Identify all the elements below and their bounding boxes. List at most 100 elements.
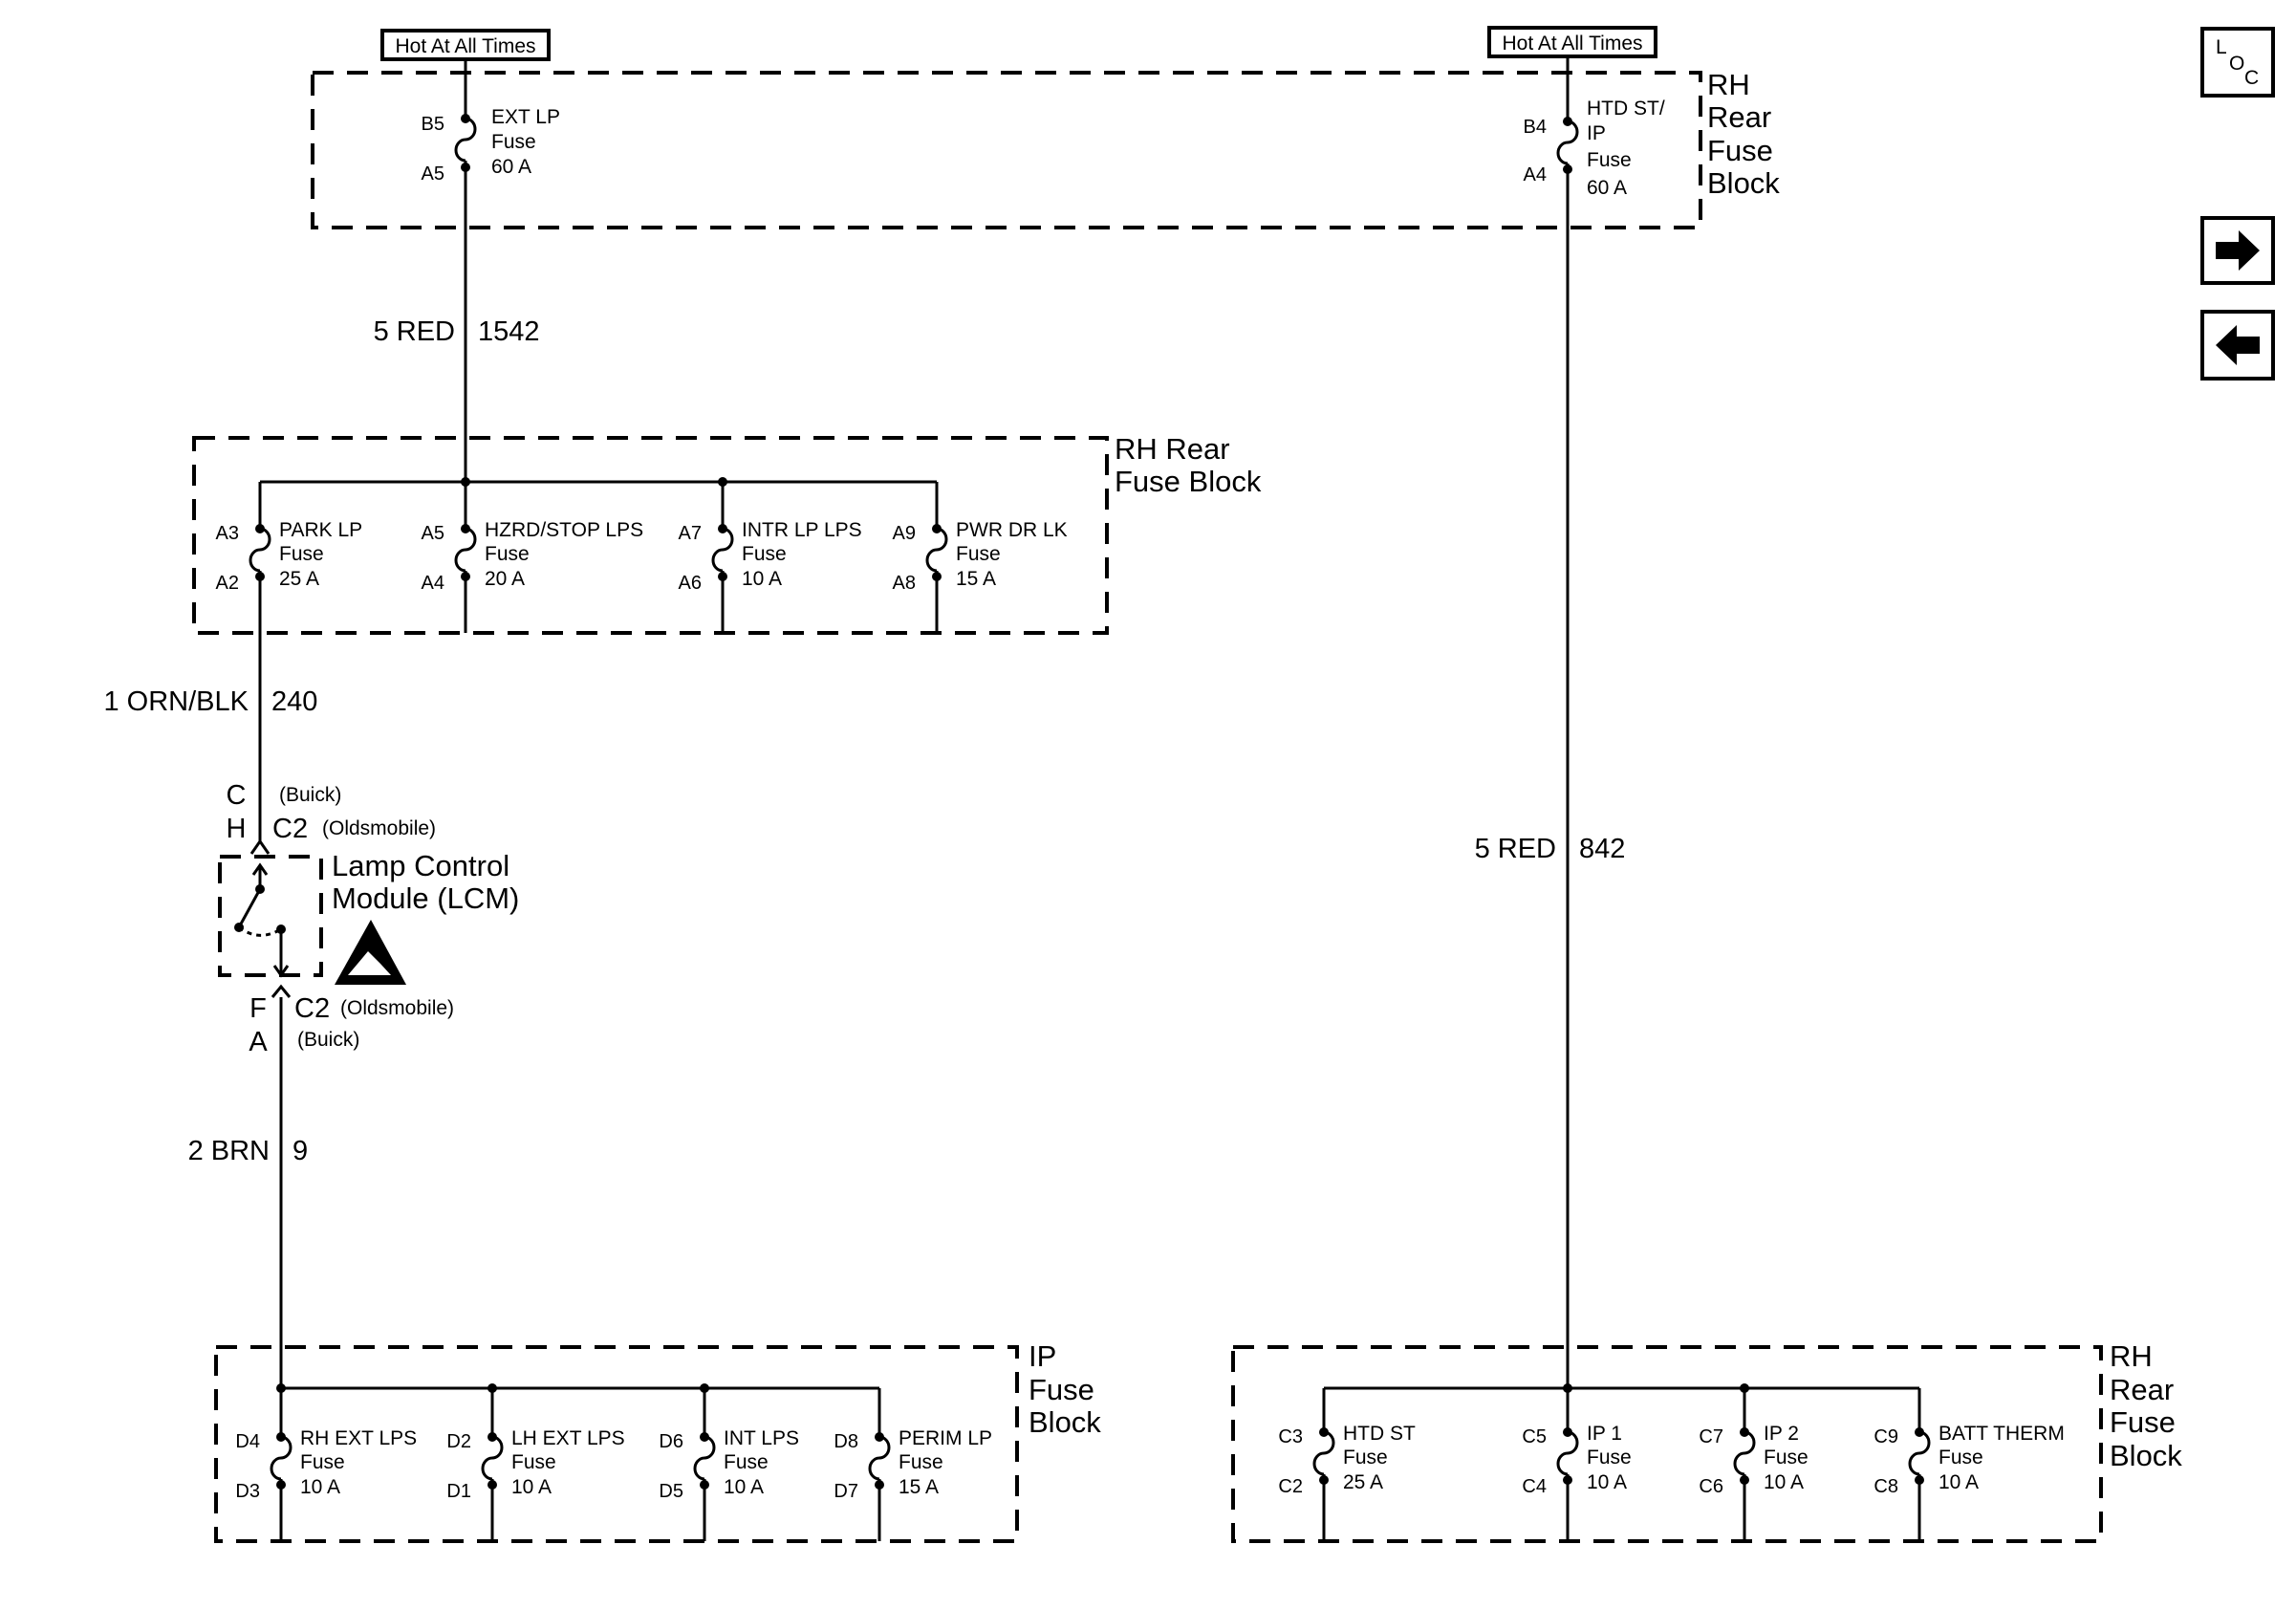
svg-text:Fuse: Fuse [1707, 134, 1773, 167]
fuse-word: Fuse [956, 543, 1001, 565]
fuse-pin-bot: C2 [1278, 1476, 1303, 1497]
lcm-out-olds-label: (Oldsmobile) [340, 997, 454, 1019]
location-button[interactable]: L O C [2200, 27, 2275, 98]
arrow-right-icon [2216, 230, 2260, 271]
htd-st-ip-rating: 60 A [1587, 177, 1627, 199]
fuse-name: IP 1 [1587, 1423, 1622, 1445]
lcm-out-pin-buick: A [249, 1027, 268, 1057]
wire-842-circuit: 842 [1579, 834, 1625, 864]
fuse-rating: 10 A [1764, 1471, 1804, 1493]
htd-st-ip-word: Fuse [1587, 149, 1632, 171]
fuse-icon [868, 1435, 891, 1481]
fuse-icon [1908, 1430, 1931, 1476]
fuse-word: Fuse [300, 1451, 345, 1473]
fuse-word: Fuse [511, 1451, 556, 1473]
svg-text:Block: Block [1029, 1405, 1101, 1439]
fuse-name: HTD ST [1343, 1423, 1416, 1445]
fuse-pin-bot: C4 [1522, 1476, 1547, 1497]
hot-label-right-text: Hot At All Times [1502, 33, 1642, 54]
svg-text:IP: IP [1029, 1339, 1056, 1373]
lcm-out-buick-label: (Buick) [297, 1029, 359, 1051]
hot-label-right: Hot At All Times [1487, 26, 1657, 58]
fuse-pin-top: D6 [659, 1431, 683, 1452]
svg-text:Rear: Rear [1707, 100, 1771, 134]
fuse-icon [1312, 1430, 1335, 1476]
svg-text:Fuse: Fuse [2110, 1405, 2176, 1439]
fuse-rating: 15 A [899, 1476, 939, 1498]
fuse-pin-top: C5 [1522, 1426, 1547, 1447]
fuse-name: INTR LP LPS [742, 519, 862, 541]
fuse-pin-top: A3 [216, 523, 239, 544]
fuse-word: Fuse [1939, 1447, 1983, 1469]
fuse-pin-top: D8 [834, 1431, 858, 1452]
fuse-word: Fuse [1587, 1447, 1632, 1469]
fuse-pin-bot: C8 [1874, 1476, 1898, 1497]
lcm-switch-icon [234, 862, 290, 978]
fuse-pin-bot: A6 [679, 573, 702, 594]
svg-text:Rear: Rear [2110, 1373, 2174, 1406]
fuse-rating: 10 A [1939, 1471, 1979, 1493]
wire-240-gauge: 1 ORN/BLK [104, 686, 249, 717]
svg-text:Block: Block [2110, 1439, 2182, 1472]
ip-fuse-block-label: IP Fuse Block [1029, 1339, 1101, 1439]
fuse-word: Fuse [899, 1451, 943, 1473]
fuse-pin-bot: A4 [422, 573, 444, 594]
fuse-pin-top: D4 [235, 1431, 260, 1452]
fuse-word: Fuse [1764, 1447, 1809, 1469]
rh-rear-fuse-block-mid-label: RH Rear Fuse Block [1115, 432, 1262, 498]
fuse-icon [454, 527, 477, 573]
svg-text:Block: Block [1707, 166, 1780, 200]
fuse-word: Fuse [724, 1451, 769, 1473]
next-page-button[interactable] [2200, 216, 2275, 285]
lcm-out-connector-icon [271, 984, 292, 998]
fuse-icon [711, 527, 734, 573]
fuse-pin-bot: D1 [446, 1481, 471, 1502]
fuse-word: Fuse [279, 543, 324, 565]
fuse-name: PARK LP [279, 519, 362, 541]
rh-rear-fuse-block-top [311, 71, 1702, 229]
fuse-rating: 25 A [1343, 1471, 1383, 1493]
ext-lp-name: EXT LP [491, 106, 560, 128]
lcm-in-conn: C2 [272, 814, 308, 844]
fuse-pin-bot: D5 [659, 1481, 683, 1502]
ext-lp-word: Fuse [491, 131, 536, 153]
fuse-pin-bot: C6 [1699, 1476, 1723, 1497]
fuse-name: HZRD/STOP LPS [485, 519, 643, 541]
wire-240-circuit: 240 [271, 686, 317, 717]
wire-1542-gauge: 5 RED [374, 316, 455, 347]
htd-st-ip-line2: IP [1587, 122, 1606, 144]
fuse-rating: 15 A [956, 568, 996, 590]
ip-fuse-block [214, 1345, 1019, 1543]
fuse-rating: 10 A [300, 1476, 340, 1498]
fuse-icon [249, 527, 271, 573]
wire-9-circuit: 9 [292, 1136, 308, 1166]
svg-text:C: C [2244, 67, 2259, 89]
fuse-icon [1556, 1430, 1579, 1476]
fuse-word: Fuse [742, 543, 787, 565]
svg-text:RH: RH [2110, 1339, 2153, 1373]
rh-rear-fuse-block-mid [192, 436, 1109, 635]
lcm-name-line2: Module (LCM) [332, 881, 519, 915]
rh-rear-fuse-block-bottom [1231, 1345, 2103, 1543]
wire-842-gauge: 5 RED [1475, 834, 1556, 864]
fuse-rating: 10 A [1587, 1471, 1627, 1493]
hot-label-left: Hot At All Times [380, 29, 551, 61]
previous-page-button[interactable] [2200, 310, 2275, 381]
fuse-name: BATT THERM [1939, 1423, 2065, 1445]
fuse-rating: 20 A [485, 568, 525, 590]
fuse-pin-bot: A8 [893, 573, 916, 594]
rh-rear-fuse-block-bottom-label: RH Rear Fuse Block [2110, 1339, 2182, 1472]
htd-st-ip-fuse-icon [1556, 120, 1579, 165]
fuse-pin-top: A7 [679, 523, 702, 544]
